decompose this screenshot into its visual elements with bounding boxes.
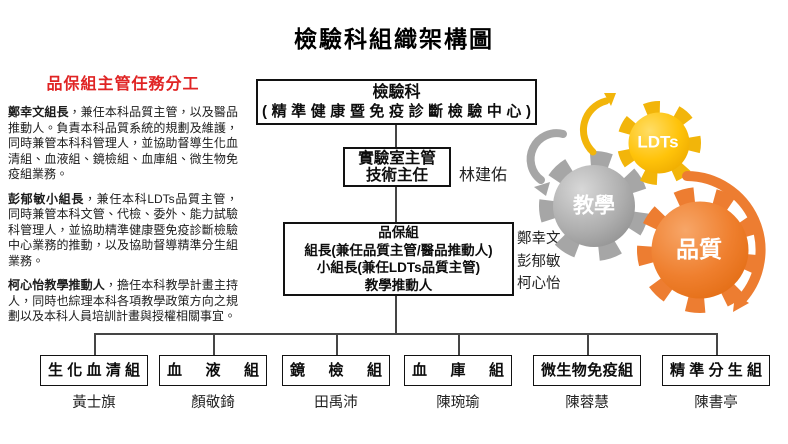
gear-ldts-label: LDTs	[637, 133, 678, 152]
gray-arrow	[526, 129, 567, 196]
gear-quality-label: 品質	[676, 236, 722, 262]
gear-quality: 品質	[637, 187, 763, 313]
team-lead-name: 陳蓉慧	[565, 395, 609, 411]
connector-line	[94, 333, 96, 355]
duty-lead: 柯心怡教學推動人	[8, 278, 105, 292]
team-box-moleculardx: 精準分生組	[662, 355, 770, 386]
qa-group-title: 品保組	[378, 225, 419, 240]
qa-name: 柯心怡	[517, 276, 561, 292]
qa-name: 彭郁敏	[517, 253, 561, 270]
duty-paragraph-zheng: 鄭幸文組長，兼任本科品質主管，以及醫品推動人。負責本科品質系統的規劃及維護，同時…	[8, 105, 238, 183]
team-label: 血庫組	[412, 362, 504, 379]
connector-line	[458, 333, 460, 355]
duty-body: ，擔任本科教學計畫主持人，同時也綜理本科各項教學政策方向之規劃以及本科人員培訓計…	[8, 278, 238, 323]
team-lead-name: 黃士旗	[72, 395, 116, 411]
team-box-hematology: 血液組	[159, 355, 267, 386]
duty-lead: 彭郁敏小組長	[8, 191, 84, 206]
lab-manager-role: 實驗室主管	[358, 149, 436, 167]
qa-group-names: 鄭幸文 彭郁敏 柯心怡	[517, 228, 561, 296]
dept-subtitle: (精準健康暨免疫診斷檢驗中心)	[262, 103, 531, 120]
duty-paragraph-ke: 柯心怡教學推動人，擔任本科教學計畫主持人，同時也綜理本科各項教學政策方向之規劃以…	[8, 278, 238, 325]
duty-body: ，兼任本科LDTs品質主管，同時兼管本科文管、代檢、委外、能力試驗科管理人，並協…	[8, 191, 238, 268]
team-box-biochem: 生化血清組	[40, 355, 148, 386]
team-lead-name: 顏敬錡	[191, 395, 235, 411]
team-box-microscopy: 鏡檢組	[282, 355, 390, 386]
orange-arrow	[682, 171, 766, 312]
qa-group-leader: 組長(兼任品質主管/醫品推動人)	[304, 242, 493, 258]
connector-line	[213, 333, 215, 355]
connector-line	[336, 333, 338, 355]
lab-manager-box: 實驗室主管 技術主任	[343, 147, 451, 187]
qa-group-box: 品保組 組長(兼任品質主管/醫品推動人) 小組長(兼任LDTs品質主管) 教學推…	[283, 222, 514, 296]
team-label: 血液組	[167, 362, 259, 379]
duty-paragraph-peng: 彭郁敏小組長，兼任本科LDTs品質主管，同時兼管本科文管、代檢、委外、能力試驗科…	[8, 192, 238, 270]
connector-line	[587, 333, 589, 355]
team-label: 生化血清組	[48, 362, 140, 379]
team-label: 微生物免疫組	[541, 362, 633, 379]
connector-line	[395, 187, 397, 222]
lab-manager-name: 林建佑	[459, 167, 508, 184]
gear-teaching-label: 教學	[573, 194, 615, 218]
team-lead-name: 陳琬瑜	[436, 395, 480, 411]
yellow-arrow	[579, 93, 616, 156]
connector-line	[94, 333, 717, 335]
connector-line	[395, 296, 397, 333]
qa-group-subleader: 小組長(兼任LDTs品質主管)	[316, 260, 481, 275]
qa-duties-panel: 品保組主管任務分工 鄭幸文組長，兼任本科品質主管，以及醫品推動人。負責本科品質系…	[8, 70, 238, 334]
team-lead-name: 田禹沛	[314, 395, 358, 411]
dept-box: 檢驗科 (精準健康暨免疫診斷檢驗中心)	[256, 79, 537, 125]
connector-line	[395, 125, 397, 147]
page-title: 檢驗科組織架構圖	[294, 26, 494, 52]
panel-heading: 品保組主管任務分工	[46, 76, 200, 93]
duty-body: ，兼任本科品質主管，以及醫品推動人。負責本科品質系統的規劃及維護，同時兼管本科科…	[8, 105, 238, 181]
team-lead-name: 陳書亭	[694, 395, 738, 411]
connector-line	[716, 333, 718, 355]
gear-ldts: LDTs	[617, 101, 701, 185]
team-label: 精準分生組	[670, 362, 762, 379]
qa-name: 鄭幸文	[517, 231, 561, 247]
team-box-microbiology: 微生物免疫組	[533, 355, 641, 386]
team-box-bloodbank: 血庫組	[404, 355, 512, 386]
duty-lead: 鄭幸文組長	[8, 105, 69, 119]
dept-title: 檢驗科	[372, 84, 421, 101]
lab-manager-title: 技術主任	[365, 167, 428, 184]
qa-group-edu: 教學推動人	[364, 277, 433, 293]
team-label: 鏡檢組	[290, 362, 382, 379]
